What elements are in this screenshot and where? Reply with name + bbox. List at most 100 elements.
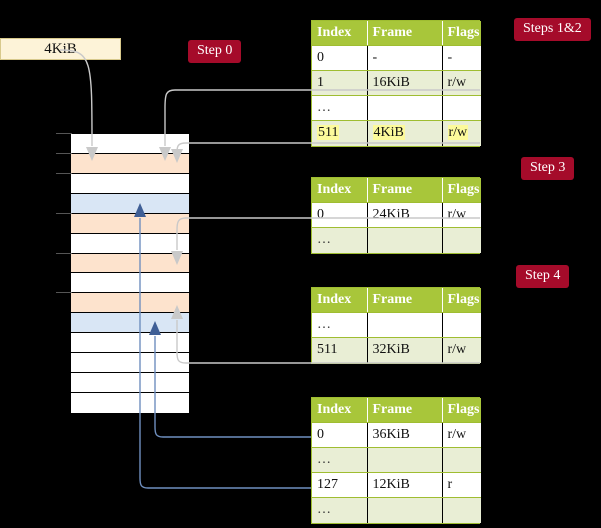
- cell-index: …: [312, 447, 368, 473]
- column-header-index: Index: [312, 21, 368, 46]
- cell-index: 511: [312, 120, 368, 146]
- badge-step-4-label: Step 4: [525, 268, 561, 283]
- column-header-frame: Frame: [367, 288, 443, 313]
- cell-flags: r/w: [442, 422, 481, 448]
- cell-frame: [367, 497, 443, 523]
- cell-frame: [367, 95, 443, 121]
- cell-index: 0: [312, 422, 368, 448]
- table-row: 0--: [312, 45, 481, 71]
- cell-flags: [442, 227, 481, 253]
- column-header-index: Index: [312, 288, 368, 313]
- memory-tick: [56, 133, 72, 134]
- memory-frame-row: [71, 173, 189, 194]
- memory-tick: [56, 172, 72, 174]
- memory-frame-row: [71, 153, 189, 174]
- memory-frame-row: [71, 213, 189, 234]
- cell-frame: 12KiB: [367, 472, 443, 498]
- table-row: …: [312, 497, 481, 523]
- column-header-flags: Flags: [442, 21, 481, 46]
- cell-index: …: [312, 497, 368, 523]
- table-row: …: [312, 227, 481, 253]
- memory-frame-row: [71, 353, 189, 374]
- highlighted-value: 4KiB: [372, 125, 405, 141]
- memory-tick: [56, 212, 72, 214]
- cell-frame: -: [367, 45, 443, 71]
- column-header-flags: Flags: [442, 398, 481, 423]
- cell-index: …: [312, 312, 368, 338]
- badge-steps-1-2: Steps 1&2: [514, 18, 591, 41]
- cell-index: 1: [312, 70, 368, 96]
- cell-frame: 24KiB: [367, 202, 443, 228]
- column-header-index: Index: [312, 178, 368, 203]
- memory-frame-row: [71, 333, 189, 354]
- cell-flags: r: [442, 472, 481, 498]
- cell-index: 127: [312, 472, 368, 498]
- cell-index: …: [312, 227, 368, 253]
- memory-frame-row: [71, 253, 189, 274]
- table-row: …: [312, 312, 481, 338]
- cell-index: 0: [312, 45, 368, 71]
- cell-flags: r/w: [442, 337, 481, 363]
- badge-step-0-label: Step 0: [197, 43, 233, 58]
- cell-flags: [442, 497, 481, 523]
- badge-step-3-label: Step 3: [530, 160, 566, 175]
- memory-frame-row: [71, 134, 189, 154]
- memory-tick: [56, 152, 72, 154]
- cell-frame: 36KiB: [367, 422, 443, 448]
- cell-flags: [442, 312, 481, 338]
- cell-frame: [367, 312, 443, 338]
- physical-memory-column: [70, 133, 190, 414]
- memory-frame-row: [71, 373, 189, 393]
- cell-frame: 4KiB: [367, 120, 443, 146]
- cell-frame: 32KiB: [367, 337, 443, 363]
- table-row: …: [312, 447, 481, 473]
- table-row: …: [312, 95, 481, 121]
- column-header-frame: Frame: [367, 178, 443, 203]
- memory-frame-row: [71, 193, 189, 214]
- badge-steps-1-2-label: Steps 1&2: [523, 21, 582, 36]
- virtual-address-size-label: 4KiB: [44, 41, 77, 57]
- badge-step-0: Step 0: [188, 40, 242, 63]
- cell-frame: [367, 447, 443, 473]
- column-header-flags: Flags: [442, 288, 481, 313]
- badge-step-4: Step 4: [516, 265, 570, 288]
- cell-flags: [442, 447, 481, 473]
- memory-frame-row: [71, 392, 189, 413]
- column-header-frame: Frame: [367, 398, 443, 423]
- highlighted-value: 511: [317, 125, 340, 141]
- memory-frame-row: [71, 313, 189, 334]
- cell-index: 0: [312, 202, 368, 228]
- memory-frame-row: [71, 273, 189, 294]
- column-header-flags: Flags: [442, 178, 481, 203]
- column-header-index: Index: [312, 398, 368, 423]
- cell-frame: [367, 227, 443, 253]
- cell-flags: -: [442, 45, 481, 71]
- memory-tick: [56, 252, 72, 254]
- cell-flags: r/w: [442, 70, 481, 96]
- memory-frame-row: [71, 233, 189, 254]
- virtual-address-size-box: 4KiB: [0, 38, 121, 60]
- wire-size-to-memory: [59, 49, 93, 147]
- memory-frame-row: [71, 293, 189, 314]
- memory-tick: [56, 292, 72, 294]
- cell-flags: [442, 95, 481, 121]
- cell-index: 511: [312, 337, 368, 363]
- cell-frame: 16KiB: [367, 70, 443, 96]
